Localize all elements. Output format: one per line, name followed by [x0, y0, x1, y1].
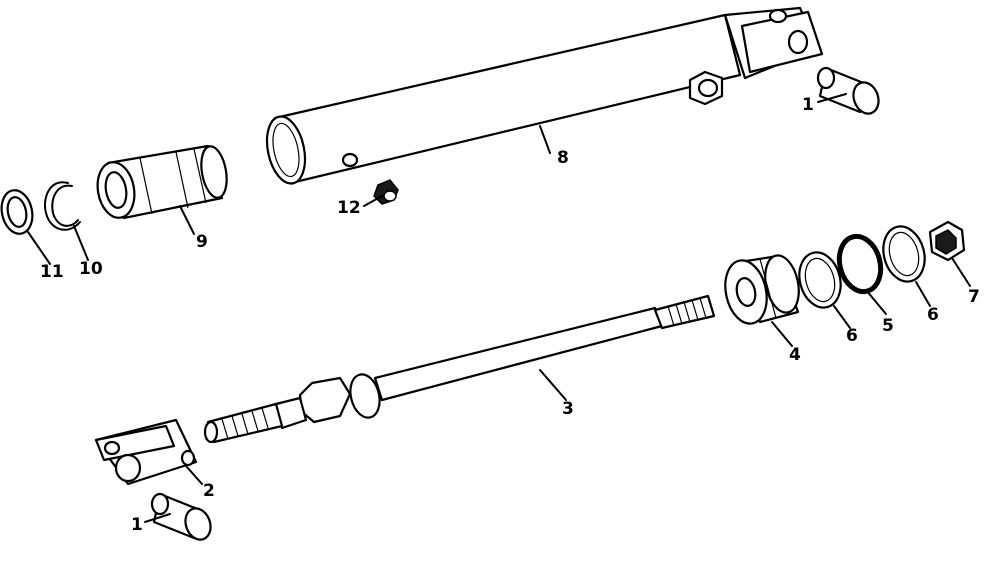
callout-5: 5 [882, 316, 894, 336]
snap-ring [44, 181, 81, 231]
callout-8: 8 [557, 148, 569, 168]
washer-right [882, 225, 926, 283]
callout-1-top: 1 [802, 95, 814, 115]
callout-7: 7 [968, 287, 980, 307]
callout-12: 12 [337, 198, 361, 218]
piston-rod [203, 294, 716, 444]
cylinder-barrel [265, 6, 824, 185]
callout-2: 2 [203, 481, 215, 501]
clevis-pin-bottom [150, 492, 212, 541]
port-fitting [373, 179, 399, 205]
callout-1-bottom: 1 [131, 515, 143, 535]
seal-ring [0, 189, 34, 235]
hex-nut [928, 220, 966, 262]
gland-bushing [96, 144, 228, 220]
callout-4: 4 [789, 345, 801, 365]
callout-9: 9 [196, 232, 208, 252]
rod-clevis [94, 418, 198, 486]
callout-10: 10 [79, 259, 103, 279]
callout-labels: 1 8 12 11 10 9 7 6 5 6 4 3 2 1 [40, 95, 980, 535]
washer-left [798, 251, 842, 309]
leader-lines [27, 93, 971, 523]
clevis-pin-top [816, 66, 880, 115]
callout-6-left: 6 [846, 326, 858, 346]
callout-6-right: 6 [927, 305, 939, 325]
callout-11: 11 [40, 262, 64, 282]
piston [724, 254, 800, 325]
callout-3: 3 [562, 399, 574, 419]
